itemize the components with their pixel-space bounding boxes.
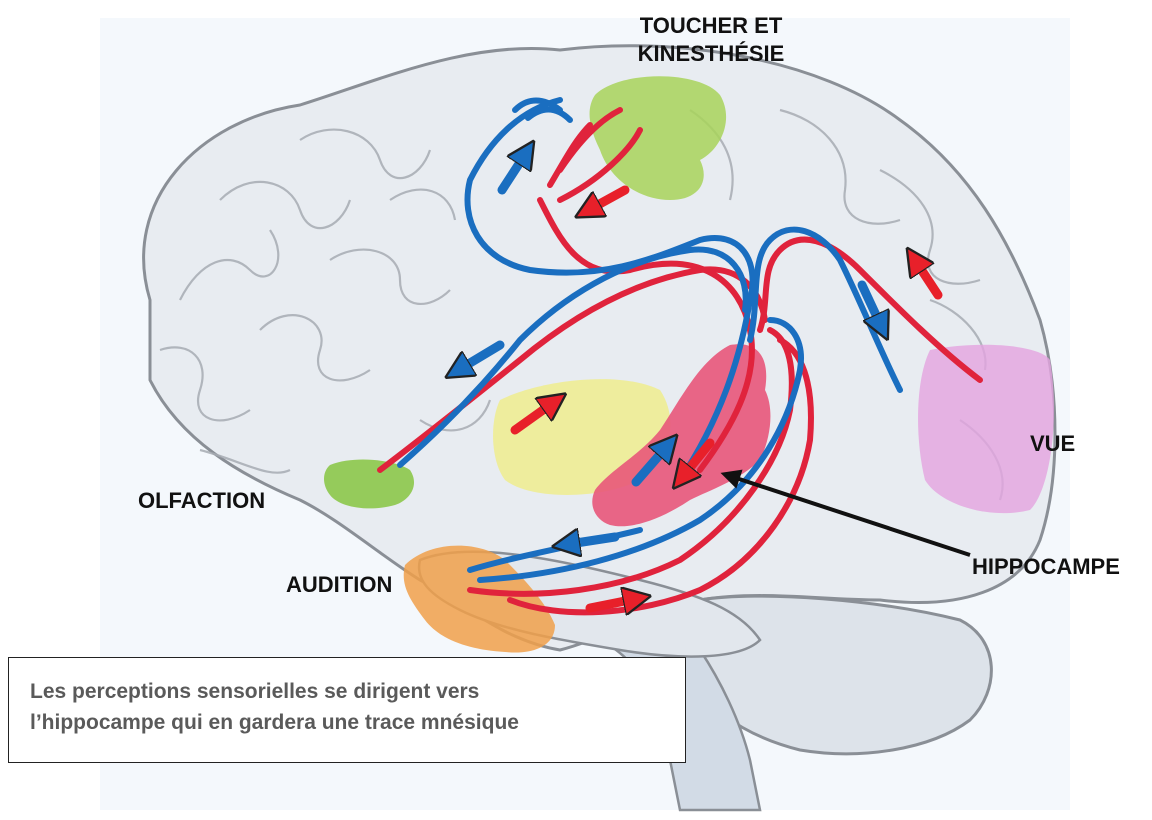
label-audition: AUDITION: [286, 571, 392, 599]
label-vue: VUE: [1030, 430, 1075, 458]
label-toucher-line1: TOUCHER ET: [616, 12, 806, 40]
label-toucher-kinesthesie: TOUCHER ET KINESTHÉSIE: [616, 12, 806, 68]
caption-box: Les perceptions sensorielles se dirigent…: [8, 657, 686, 763]
label-hippocampe: HIPPOCAMPE: [972, 553, 1120, 581]
vision-area: [918, 345, 1054, 513]
label-olfaction: OLFACTION: [138, 487, 265, 515]
label-toucher-line2: KINESTHÉSIE: [616, 40, 806, 68]
caption-line2: l’hippocampe qui en gardera une trace mn…: [30, 707, 685, 738]
caption-line1: Les perceptions sensorielles se dirigent…: [30, 676, 685, 707]
